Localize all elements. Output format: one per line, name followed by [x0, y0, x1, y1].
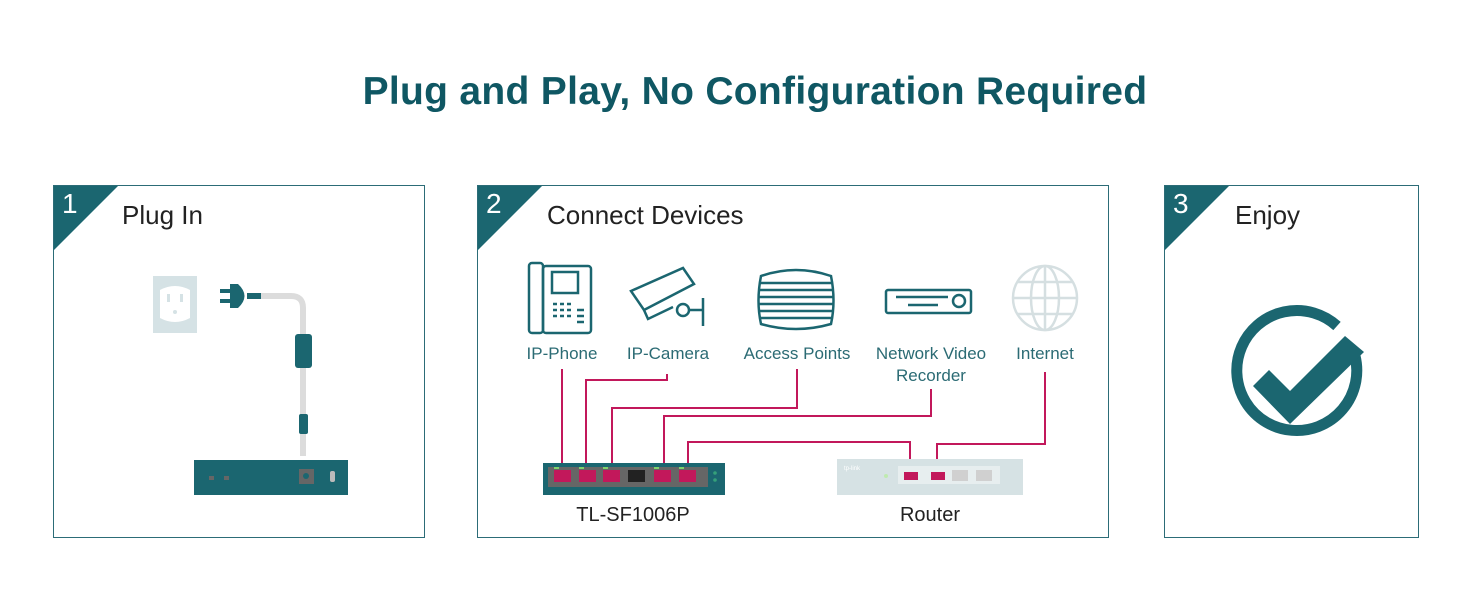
device-label-ip-camera: IP-Camera [626, 344, 710, 363]
nvr-icon [884, 288, 973, 315]
ferrite-core [295, 334, 312, 368]
step-number-badge [1165, 186, 1229, 250]
device-label-ip-phone: IP-Phone [526, 344, 598, 363]
step-title: Plug In [122, 200, 203, 230]
step-title: Connect Devices [547, 200, 744, 230]
connect-devices-diagram: tp-link [527, 261, 1079, 495]
camera-icon [629, 266, 705, 326]
plug-in-illustration [153, 276, 348, 495]
power-plug-icon [220, 284, 261, 308]
device-label-internet: Internet [1016, 344, 1074, 363]
globe-icon [1011, 264, 1079, 332]
step-number: 3 [1173, 188, 1189, 219]
step-title: Enjoy [1235, 200, 1301, 230]
device-label-access-points: Access Points [743, 344, 851, 363]
wall-outlet-icon [153, 276, 197, 333]
step-3-panel: 3 Enjoy [1164, 185, 1419, 538]
step-number: 2 [486, 188, 502, 219]
step-2-panel: 2 Connect Devices [477, 185, 1109, 538]
step-number-badge [54, 186, 118, 250]
switch-back-panel [194, 460, 348, 495]
switch-label: TL-SF1006P [576, 504, 690, 526]
switch-tl-sf1006p [543, 463, 725, 495]
access-point-icon [757, 268, 835, 331]
step-number: 1 [62, 188, 78, 219]
router-label: Router [899, 504, 961, 526]
step-1-panel: 1 Plug In [53, 185, 425, 538]
checkmark-circle-icon [1231, 305, 1364, 437]
ethernet-cables [561, 369, 1046, 469]
ip-phone-icon [527, 261, 593, 335]
step-number-badge [478, 186, 542, 250]
router: tp-link [837, 459, 1023, 495]
router-brand: tp-link [844, 466, 861, 472]
dc-connector [299, 414, 308, 434]
page-title: Plug and Play, No Configuration Required [362, 70, 1148, 113]
